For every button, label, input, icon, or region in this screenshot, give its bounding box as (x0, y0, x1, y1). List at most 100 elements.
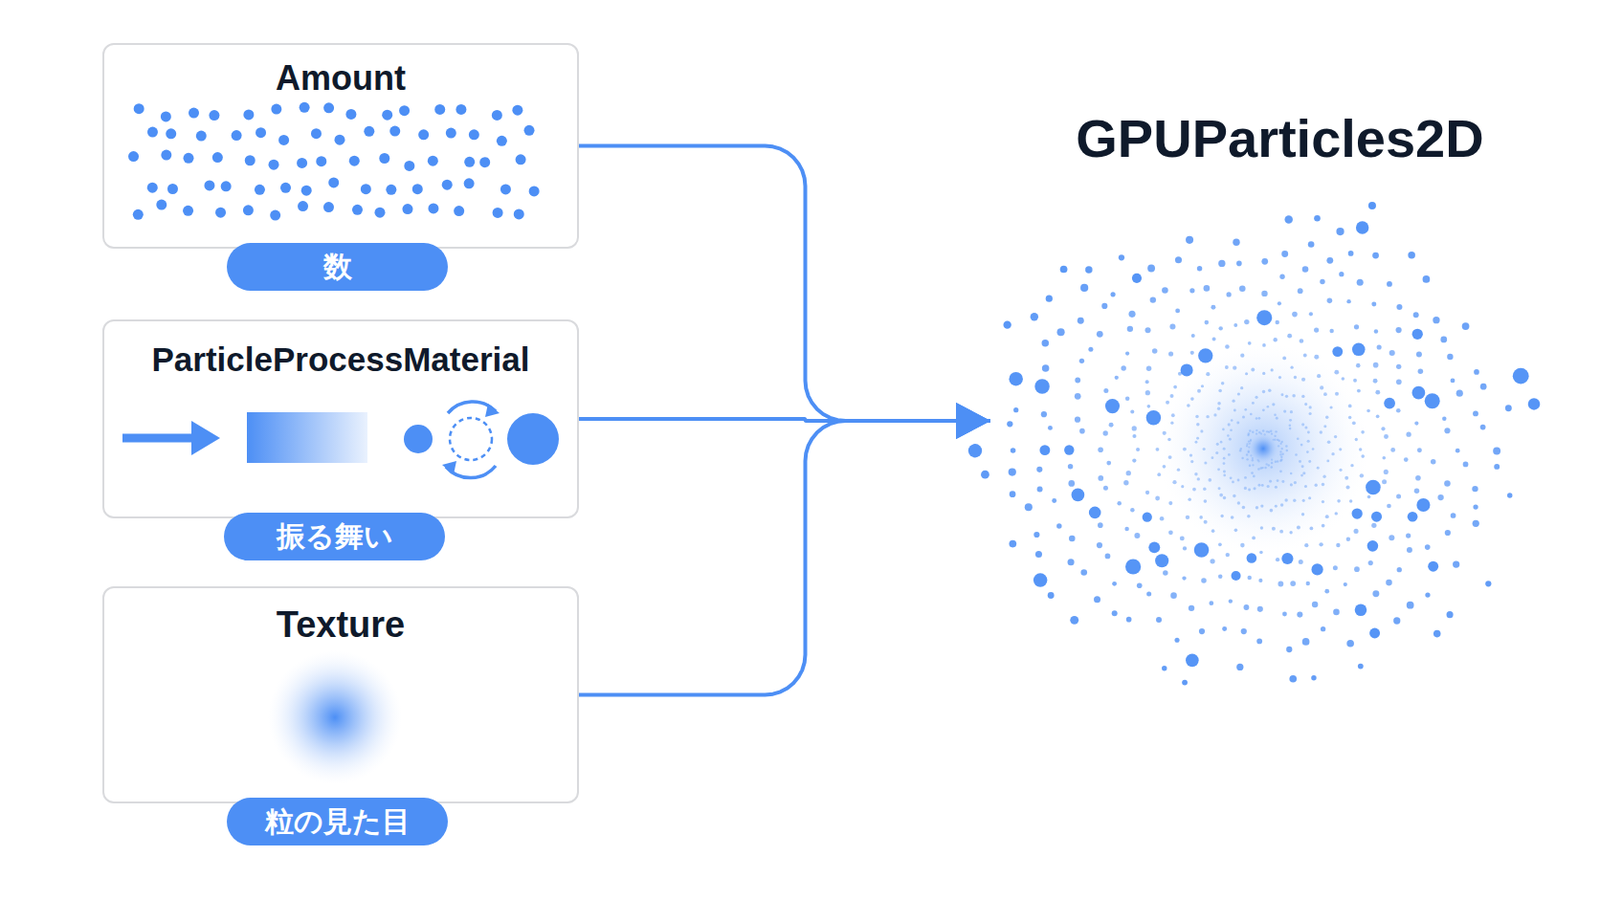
particle-dot (1273, 439, 1276, 442)
particle-dot (1257, 484, 1261, 488)
particle-dot (1180, 363, 1194, 377)
particle-dot (1205, 372, 1210, 377)
particle-dot (1354, 324, 1359, 330)
amount-dot (349, 155, 360, 167)
amount-dot (128, 151, 139, 162)
particle-dot (1109, 422, 1114, 428)
particle-dot (1218, 389, 1223, 394)
particle-dot (1395, 327, 1401, 334)
particle-dot (1277, 444, 1280, 447)
particle-dot (1430, 459, 1437, 466)
particle-dot (1261, 258, 1268, 266)
amount-dot (147, 182, 158, 194)
particle-dot (1472, 520, 1480, 528)
particle-dot (1236, 422, 1240, 425)
burst-core (1245, 431, 1281, 467)
particle-dot (1034, 378, 1050, 395)
particle-dot (1446, 611, 1454, 619)
particle-dot (1365, 480, 1381, 496)
particle-dot (1216, 443, 1220, 446)
amount-dot (203, 179, 215, 191)
particle-dot (1165, 400, 1170, 405)
particle-dot (1306, 450, 1310, 454)
particle-dot (1279, 460, 1283, 464)
amount-dot (208, 110, 220, 121)
particle-dot (1225, 291, 1231, 297)
particle-dot (1229, 476, 1233, 480)
particle-dot (1260, 432, 1263, 435)
particle-dot (1236, 664, 1244, 671)
particle-dot (1270, 432, 1273, 435)
particle-dot (1256, 459, 1259, 462)
particle-dot (1174, 638, 1179, 644)
particle-dot (1440, 335, 1447, 343)
amount-dots (128, 102, 540, 222)
amount-dot (515, 154, 527, 165)
particle-dot (1227, 453, 1231, 457)
amount-dot (160, 150, 172, 161)
particle-dot (1281, 250, 1289, 258)
particle-dot (1212, 337, 1217, 342)
particle-dot (980, 470, 990, 480)
particle-dot (1208, 478, 1213, 483)
particle-dot (1177, 467, 1180, 471)
particle-dot (1249, 440, 1252, 443)
particle-dot (1168, 351, 1174, 356)
node-title: ParticleProcessMaterial (104, 340, 578, 379)
particle-dot (1298, 460, 1302, 464)
amount-dot (378, 153, 390, 164)
particle-dot (1262, 408, 1266, 412)
particle-dot (1125, 351, 1130, 356)
particle-dot (1304, 425, 1308, 429)
particle-dot (1293, 481, 1297, 485)
particle-dot (1247, 341, 1252, 346)
particle-dot (1279, 453, 1282, 456)
particle-dot (1042, 339, 1050, 348)
particle-dot (1396, 408, 1401, 414)
particle-dot (1414, 488, 1420, 493)
particle-dot (1414, 422, 1419, 426)
amount-dot (323, 102, 334, 113)
particle-dot (1202, 488, 1207, 492)
particle-dot (1124, 527, 1129, 532)
particle-dot (1301, 377, 1306, 382)
particle-dot (1251, 401, 1255, 405)
particle-dot (1200, 429, 1203, 433)
particle-dot (1413, 311, 1420, 318)
particle-dot (1278, 376, 1282, 379)
particle-dot (1080, 569, 1088, 577)
amount-dot (231, 130, 243, 141)
particle-dot (1354, 529, 1359, 534)
particle-dot (1369, 628, 1380, 640)
particle-dot (1307, 431, 1311, 435)
particle-dot (1258, 431, 1261, 434)
particle-dot (1277, 581, 1284, 588)
particle-dot (1188, 605, 1195, 612)
particle-dot (1239, 449, 1242, 452)
particle-dot (1182, 546, 1187, 551)
particle-dot (1442, 417, 1446, 422)
amount-dot (468, 129, 480, 140)
particle-dot (1403, 457, 1409, 463)
particle-dot (1263, 433, 1266, 436)
particle-dot (1190, 460, 1194, 464)
particle-dot (1047, 592, 1055, 600)
particle-dot (1251, 459, 1254, 462)
particle-dot (1106, 461, 1112, 467)
particle-dot (1480, 424, 1487, 431)
particle-dot (1346, 537, 1351, 542)
particle-dot (1280, 458, 1283, 461)
particle-dot (1246, 514, 1251, 519)
node-title: Texture (104, 604, 578, 646)
particle-dot (1368, 560, 1374, 566)
amount-dot (360, 183, 372, 195)
particle-dot (1116, 501, 1122, 507)
particle-dot (1327, 298, 1334, 305)
particle-dot (1255, 506, 1259, 510)
particle-dot (1309, 527, 1313, 532)
particle-dot (1292, 499, 1296, 503)
particle-dot (1346, 485, 1351, 489)
particle-dot (1246, 434, 1249, 437)
particle-dot (1456, 390, 1464, 398)
particle-dot (1405, 432, 1411, 438)
